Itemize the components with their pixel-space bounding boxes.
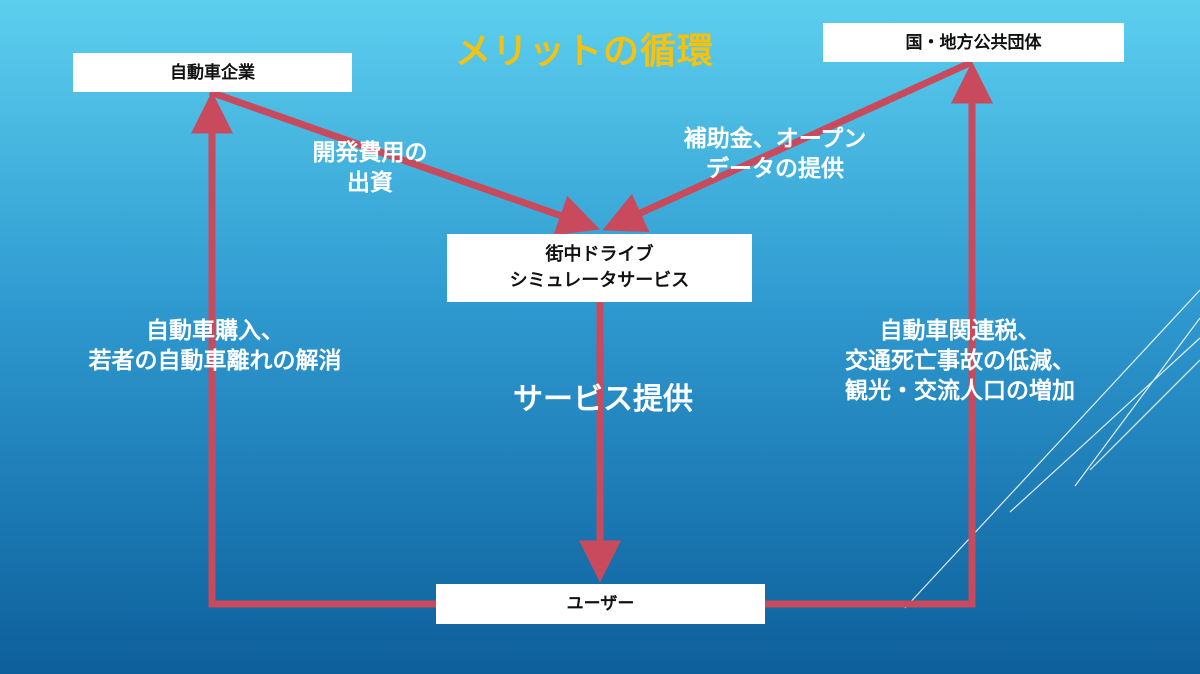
label-line: 自動車購入、 bbox=[146, 318, 284, 344]
arrow-government-to-service bbox=[602, 58, 974, 233]
label-development-cost: 開発費用の 出資 bbox=[285, 138, 455, 198]
label-line: 自動車関連税、 bbox=[879, 318, 1041, 344]
arrow-user-to-government bbox=[765, 61, 993, 608]
slide-title: メリットの循環 bbox=[455, 31, 715, 72]
node-driving-simulator-service: 街中ドライブ シミュレータサービス bbox=[447, 234, 752, 302]
label-line: 若者の自動車離れの解消 bbox=[88, 348, 342, 374]
label-line: 補助金、オープン bbox=[683, 126, 867, 152]
decorative-lines bbox=[904, 289, 1200, 609]
label-subsidy: 補助金、オープン データの提供 bbox=[640, 124, 910, 184]
service-line-1: 街中ドライブ bbox=[545, 244, 654, 265]
label-service-provision: サービス提供 bbox=[513, 382, 693, 417]
label-line: 出資 bbox=[347, 170, 393, 196]
arrow-company-to-service bbox=[208, 88, 600, 236]
label-line: 観光・交流人口の増加 bbox=[845, 378, 1075, 404]
arrow-user-to-company bbox=[191, 91, 436, 608]
node-automobile-company: 自動車企業 bbox=[73, 53, 352, 92]
node-user: ユーザー bbox=[436, 584, 765, 624]
label-tax-benefits: 自動車関連税、 交通死亡事故の低減、 観光・交流人口の増加 bbox=[790, 316, 1130, 406]
label-purchase: 自動車購入、 若者の自動車離れの解消 bbox=[40, 316, 390, 376]
node-government: 国・地方公共団体 bbox=[823, 23, 1124, 62]
label-line: 開発費用の bbox=[312, 140, 428, 166]
label-line: 交通死亡事故の低減、 bbox=[845, 348, 1075, 374]
service-line-2: シミュレータサービス bbox=[509, 270, 690, 291]
label-line: データの提供 bbox=[706, 156, 844, 182]
